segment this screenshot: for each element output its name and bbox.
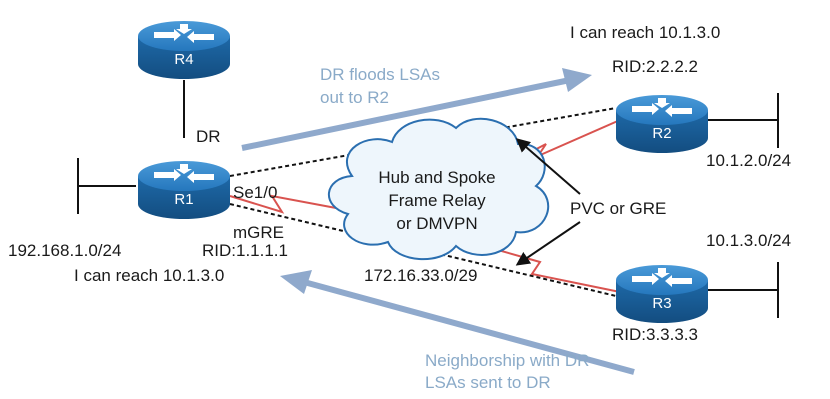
neighbor-annotation-line2: LSAs sent to DR — [425, 373, 551, 392]
pvc-gre-label: PVC or GRE — [570, 199, 666, 218]
pvc-arrow-up — [515, 138, 581, 195]
lan-r2-label: 10.1.2.0/24 — [706, 151, 791, 170]
lan-r3-label: 10.1.3.0/24 — [706, 231, 791, 250]
router-r3-label: R3 — [652, 295, 671, 312]
wan-link-r3 — [497, 249, 621, 293]
reach-r1-label: I can reach 10.1.3.0 — [74, 266, 224, 285]
router-r2[interactable]: R2 — [616, 95, 708, 153]
router-r4-label: R4 — [174, 51, 193, 68]
router-r3[interactable]: R3 — [616, 265, 708, 323]
neighbor-annotation-line1: Neighborship with DR — [425, 351, 589, 370]
lan-r1-label: 192.168.1.0/24 — [8, 241, 121, 260]
interface-label: Se1/0 — [233, 183, 277, 202]
rid-r2-label: RID:2.2.2.2 — [612, 57, 698, 76]
flood-annotation-line2: out to R2 — [320, 88, 389, 107]
tunnel-r1-r2 — [229, 107, 617, 177]
router-r4[interactable]: R4 — [138, 21, 230, 79]
wan-cloud — [328, 117, 549, 260]
reach-r2-label: I can reach 10.1.3.0 — [570, 23, 720, 42]
cloud-text-line1: Hub and Spoke — [378, 168, 495, 187]
mgre-label: mGRE — [233, 223, 284, 242]
wan-link-r1 — [229, 194, 337, 214]
transit-subnet-label: 172.16.33.0/29 — [364, 266, 477, 285]
pvc-arrow-down — [515, 221, 581, 266]
flood-annotation-line1: DR floods LSAs — [320, 65, 440, 84]
router-r1-label: R1 — [174, 191, 193, 208]
flood-arrow — [241, 68, 592, 151]
lan-segment-r3 — [708, 262, 779, 318]
rid-r1-label: RID:1.1.1.1 — [202, 241, 288, 260]
cloud-text-line3: or DMVPN — [396, 214, 477, 233]
neighbor-arrow — [280, 270, 635, 375]
lan-segment-r2 — [708, 93, 779, 148]
dr-label: DR — [196, 127, 221, 146]
router-r2-label: R2 — [652, 125, 671, 142]
rid-r3-label: RID:3.3.3.3 — [612, 325, 698, 344]
cloud-text-line2: Frame Relay — [388, 191, 486, 210]
router-r1[interactable]: R1 — [138, 161, 230, 219]
lan-segment-r1 — [77, 158, 136, 214]
